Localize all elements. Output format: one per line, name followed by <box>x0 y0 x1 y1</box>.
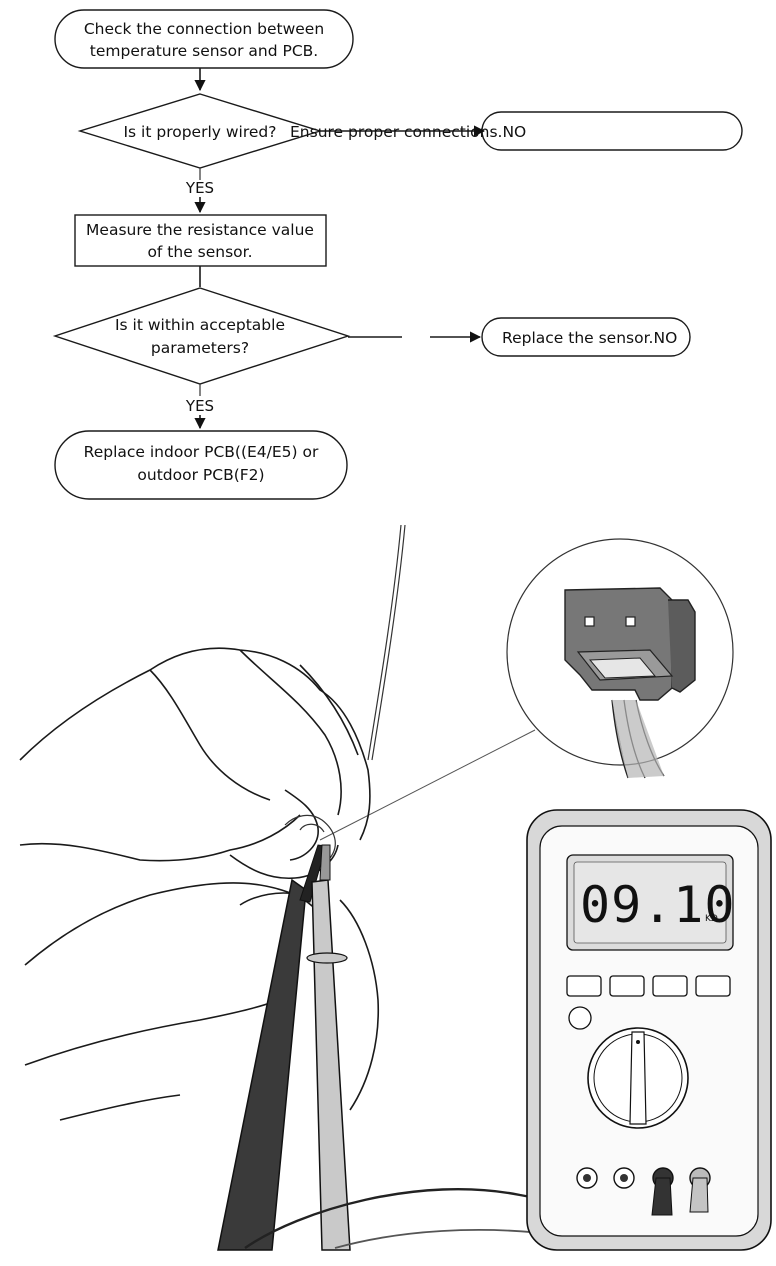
decision-parameters-line-2: parameters? <box>151 339 249 357</box>
step-check-connection-line-2: temperature sensor and PCB. <box>90 42 318 60</box>
step-check-connection-line-1: Check the connection between <box>84 20 324 38</box>
multimeter-display: 09.10 KΩ <box>566 854 736 951</box>
action-ensure-connections-text: Ensure proper connections.NO <box>290 123 526 141</box>
step-replace-pcb-line-2: outdoor PCB(F2) <box>137 466 264 484</box>
action-ensure-connections-box: Ensure proper connections.NO <box>290 111 743 151</box>
multimeter-reading: 09.10 <box>580 876 736 934</box>
multimeter-button-3 <box>652 975 688 997</box>
step-measure-resistance-line-2: of the sensor. <box>147 243 252 261</box>
multimeter-buttons <box>566 975 731 1030</box>
callout-pointer-line <box>319 729 536 841</box>
action-replace-sensor-text: Replace the sensor.NO <box>502 329 677 347</box>
multimeter-button-2 <box>609 975 645 997</box>
sensor-cable <box>367 524 406 761</box>
multimeter-unit: KΩ <box>705 914 718 924</box>
decision-wired-text: Is it properly wired? <box>123 123 276 141</box>
decision-wired-diamond: Is it properly wired? <box>77 93 323 169</box>
step-replace-pcb-line-1: Replace indoor PCB((E4/E5) or <box>84 443 319 461</box>
multimeter-button-1 <box>566 975 602 997</box>
measurement-illustration: 09.10 KΩ <box>19 524 772 1251</box>
hands-illustration <box>19 647 380 1121</box>
label-yes-1: YES <box>185 179 214 197</box>
flowchart: Check the connection between temperature… <box>52 9 743 500</box>
connector-plug-icon <box>564 587 696 779</box>
label-yes-2: YES <box>185 397 214 415</box>
decision-parameters-line-1: Is it within acceptable <box>115 316 285 334</box>
multimeter-round-button <box>568 1006 592 1030</box>
step-measure-resistance-line-1: Measure the resistance value <box>86 221 314 239</box>
step-measure-resistance-box: Measure the resistance value of the sens… <box>74 214 327 267</box>
multimeter-jacks <box>576 1167 711 1216</box>
multimeter-button-4 <box>695 975 731 997</box>
connector-zoom-callout <box>319 538 734 841</box>
gray-test-probe <box>306 844 351 1251</box>
black-test-probe <box>217 844 327 1251</box>
multimeter: 09.10 KΩ <box>526 809 772 1251</box>
multimeter-dial <box>587 1027 689 1129</box>
action-replace-sensor-box: Replace the sensor.NO <box>481 317 691 357</box>
decision-parameters-diamond: Is it within acceptable parameters? <box>52 287 351 385</box>
step-check-connection-box: Check the connection between temperature… <box>54 9 354 69</box>
step-replace-pcb-box: Replace indoor PCB((E4/E5) or outdoor PC… <box>54 430 348 500</box>
